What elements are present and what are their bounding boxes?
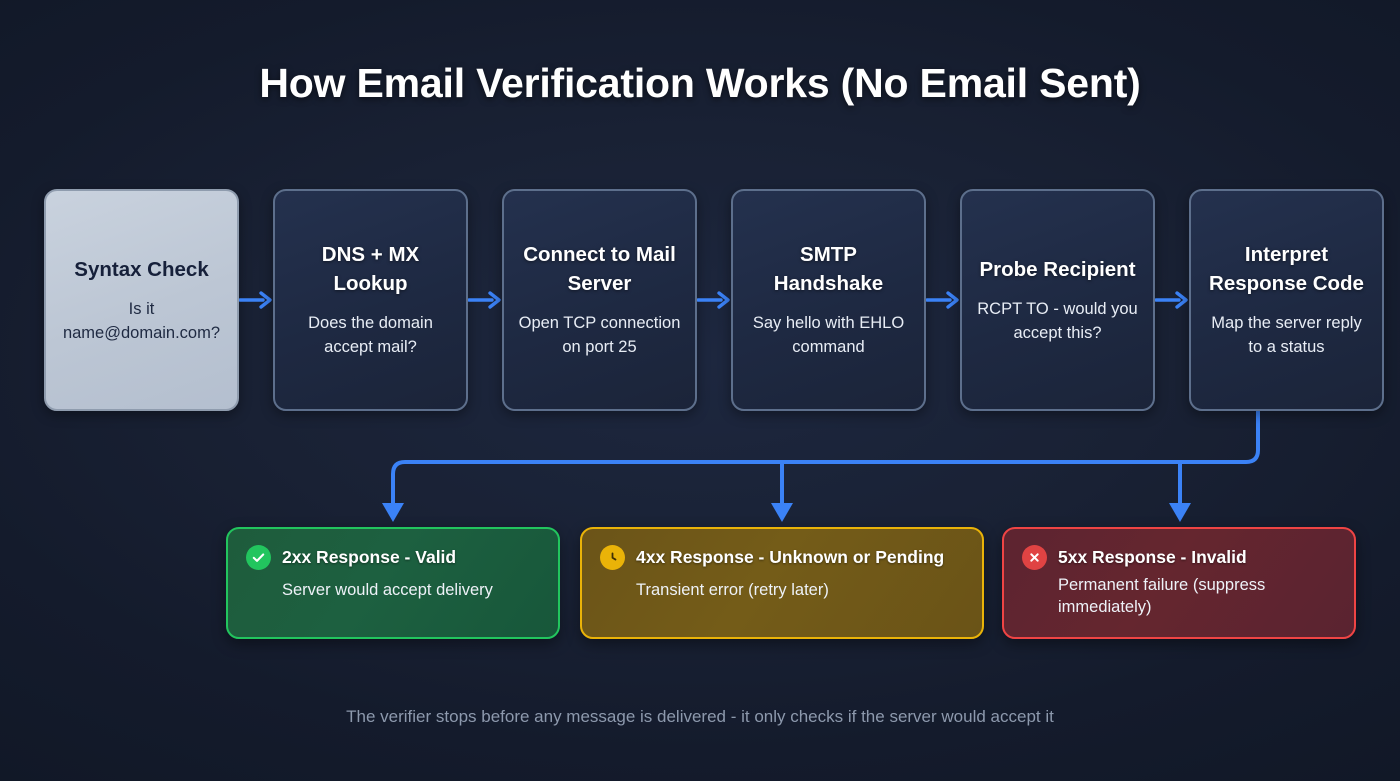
pipeline-step-interpret-response-code[interactable]: Interpret Response Code Map the server r… <box>1189 189 1384 411</box>
step-description: Say hello with EHLO command <box>752 314 905 357</box>
footer-note: The verifier stops before any message is… <box>346 707 1054 726</box>
outcome-card-2xx-valid[interactable]: 2xx Response - Valid Server would accept… <box>226 527 560 639</box>
outcome-title: 5xx Response - Invalid <box>1058 547 1247 567</box>
outcome-card-4xx-pending[interactable]: 4xx Response - Unknown or Pending Transi… <box>580 527 984 639</box>
check-circle-icon <box>246 545 271 570</box>
outcome-group: 2xx Response - Valid Server would accept… <box>0 527 1400 639</box>
outcome-header: 5xx Response - Invalid <box>1022 545 1336 570</box>
arrow-right-icon <box>926 189 960 411</box>
outcome-card-5xx-invalid[interactable]: 5xx Response - Invalid Permanent failure… <box>1002 527 1356 639</box>
step-description: Is it name@domain.com? <box>62 299 221 342</box>
outcome-title: 4xx Response - Unknown or Pending <box>636 547 945 567</box>
pipeline-step-dns-mx-lookup[interactable]: DNS + MX Lookup Does the domain accept m… <box>273 189 468 411</box>
step-title: Connect to Mail Server <box>523 242 676 296</box>
step-description: Does the domain accept mail? <box>308 314 433 357</box>
arrow-right-icon <box>468 189 502 411</box>
arrow-right-icon <box>239 189 273 411</box>
step-title: DNS + MX Lookup <box>321 242 420 296</box>
outcome-description: Transient error (retry later) <box>636 581 829 599</box>
step-title: Syntax Check <box>74 257 209 281</box>
verification-pipeline: Syntax Check Is it name@domain.com? DNS … <box>44 189 1384 411</box>
outcome-description: Permanent failure (suppress immediately) <box>1058 576 1266 617</box>
page-title: How Email Verification Works (No Email S… <box>259 60 1141 106</box>
outcome-header: 4xx Response - Unknown or Pending <box>600 545 964 570</box>
step-description: Open TCP connection on port 25 <box>518 314 681 357</box>
pipeline-step-probe-recipient[interactable]: Probe Recipient RCPT TO - would you acce… <box>960 189 1155 411</box>
pipeline-step-connect-to-mail-server[interactable]: Connect to Mail Server Open TCP connecti… <box>502 189 697 411</box>
pipeline-step-syntax-check[interactable]: Syntax Check Is it name@domain.com? <box>44 189 239 411</box>
pipeline-step-smtp-handshake[interactable]: SMTP Handshake Say hello with EHLO comma… <box>731 189 926 411</box>
outcome-description: Server would accept delivery <box>282 581 493 599</box>
outcome-title: 2xx Response - Valid <box>282 547 457 567</box>
step-title: Interpret Response Code <box>1209 242 1364 296</box>
step-description: RCPT TO - would you accept this? <box>977 299 1138 342</box>
step-title: SMTP Handshake <box>773 242 884 296</box>
step-description: Map the server reply to a status <box>1211 314 1362 357</box>
step-title: Probe Recipient <box>979 257 1136 281</box>
outcome-header: 2xx Response - Valid <box>246 545 540 570</box>
clock-circle-icon <box>600 545 625 570</box>
arrow-right-icon <box>697 189 731 411</box>
x-circle-icon <box>1022 545 1047 570</box>
arrow-right-icon <box>1155 189 1189 411</box>
